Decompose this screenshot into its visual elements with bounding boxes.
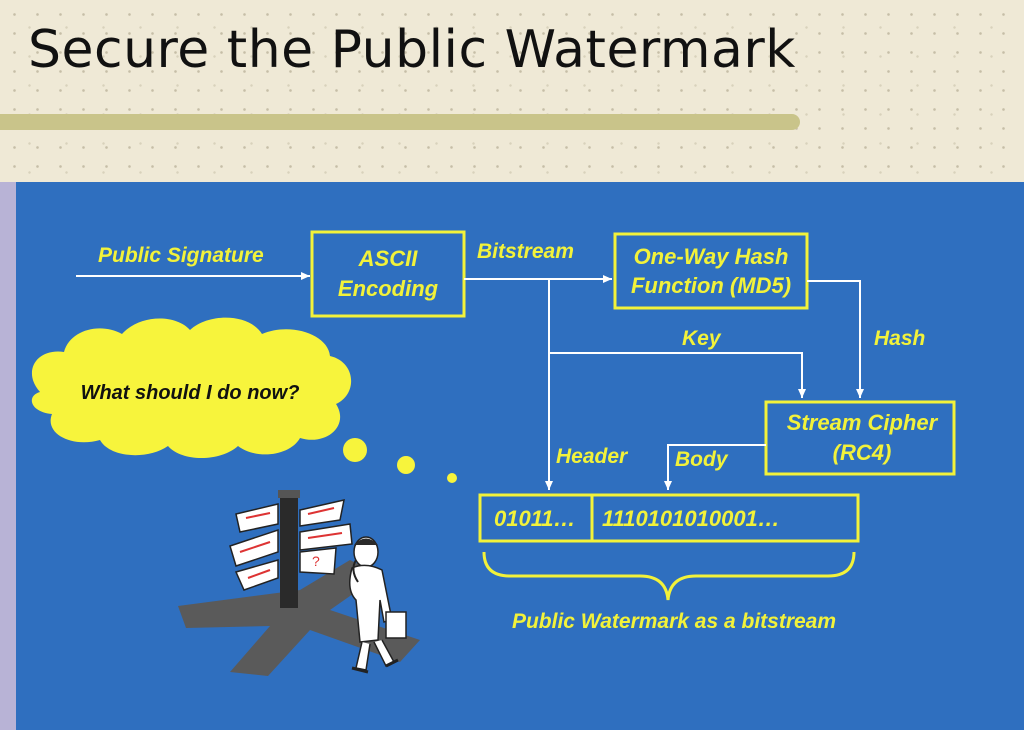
brace-caption: Public Watermark as a bitstream: [512, 610, 836, 633]
cipher-box-line1: Stream Cipher: [787, 410, 939, 435]
bitstream-label: Bitstream: [477, 240, 574, 263]
svg-text:?: ?: [312, 553, 320, 569]
watermark-header-value: 01011…: [494, 506, 576, 531]
watermark-body-value: 1110101010001…: [602, 506, 780, 531]
body-label: Body: [675, 448, 729, 471]
public-signature-label: Public Signature: [98, 244, 264, 267]
thought-bubble: [31, 317, 457, 483]
cipher-box-line2: (RC4): [833, 440, 892, 465]
bitstream-brace: [482, 551, 856, 601]
left-rail: [0, 182, 16, 730]
ascii-encoding-box: [310, 230, 466, 318]
header-label: Header: [556, 445, 629, 468]
thought-bubble-text: What should I do now?: [81, 382, 300, 404]
hash-box-line2: Function (MD5): [631, 273, 791, 298]
ascii-box-line1: ASCII: [358, 246, 419, 271]
body-arrow: [664, 444, 766, 490]
key-arrow: [549, 352, 806, 398]
key-label: Key: [682, 327, 722, 350]
hash-label: Hash: [874, 327, 925, 350]
confused-person-at-signpost-icon: ?: [178, 490, 420, 676]
watermark-body-cell: [590, 493, 860, 543]
hash-output-arrow: [807, 280, 864, 398]
title-underline: [0, 114, 800, 130]
stream-cipher-box: [764, 400, 956, 476]
hash-box-line1: One-Way Hash: [634, 244, 789, 269]
ascii-box-line2: Encoding: [338, 276, 439, 301]
diagram-panel: [16, 182, 1024, 730]
hash-function-box: [613, 232, 809, 310]
slide-title: Secure the Public Watermark: [28, 20, 796, 80]
